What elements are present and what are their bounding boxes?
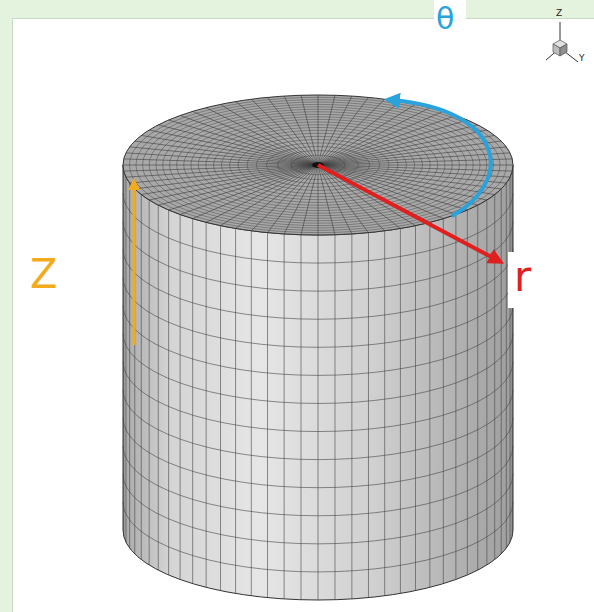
grid-line [467, 210, 468, 575]
grid-line [318, 120, 467, 165]
grid-line [506, 183, 507, 548]
grid-line [123, 474, 513, 544]
grid-line [318, 102, 400, 165]
grid-line [130, 147, 318, 165]
grid-line [384, 231, 385, 596]
grid-line [123, 446, 513, 516]
grid-line [123, 418, 513, 488]
grid-line [123, 249, 513, 319]
grid-line [318, 159, 512, 165]
grid-line [318, 165, 400, 228]
grid-line [149, 200, 150, 565]
grid-line [168, 210, 169, 575]
grid-line [141, 135, 318, 165]
grid-line [123, 502, 513, 572]
grid-line [149, 130, 318, 165]
grid-line [443, 219, 444, 584]
grid-line [123, 165, 318, 166]
grid-line [301, 235, 302, 600]
grid-line [135, 165, 318, 189]
grid-line [318, 97, 368, 165]
grid-line [268, 165, 318, 233]
grid-line [126, 165, 318, 177]
r-axis-label: r [514, 256, 531, 298]
cylinder-side [123, 165, 513, 600]
grid-line [236, 102, 318, 165]
grid-line [318, 95, 319, 165]
grid-line [141, 195, 142, 560]
axis-triad [546, 22, 578, 62]
grid-line [129, 183, 130, 548]
grid-line [284, 234, 285, 599]
coordinate-arrows [134, 100, 497, 345]
grid-line [477, 205, 478, 570]
grid-line [318, 165, 487, 200]
grid-line [206, 108, 318, 165]
label-patch [508, 252, 548, 308]
mesh [123, 95, 513, 600]
grid-line [494, 195, 495, 560]
grid-line [123, 362, 513, 432]
grid-line [334, 235, 335, 600]
grid-line [415, 226, 416, 591]
grid-line [236, 165, 318, 228]
triad-axis-label: Z [556, 9, 562, 18]
grid-line [158, 165, 318, 205]
grid-line [318, 165, 335, 235]
grid-line [251, 231, 252, 596]
grid-line [455, 214, 456, 579]
grid-line [318, 95, 335, 165]
triad-axis-label: Y [579, 54, 585, 63]
grid-line [318, 141, 501, 165]
grid-line [318, 165, 385, 231]
theta-axis-label: θ [436, 4, 454, 34]
grid-line [206, 222, 207, 587]
grid-line [158, 205, 159, 570]
z-axis-label: Z [30, 254, 57, 294]
grid-line [267, 233, 268, 598]
grid-line [301, 95, 318, 165]
grid-line [123, 277, 513, 347]
grid-line [400, 228, 401, 593]
grid-line [221, 165, 319, 226]
grid-line [220, 226, 221, 591]
grid-line [318, 165, 513, 166]
grid-line [318, 165, 319, 235]
grid-line [501, 189, 502, 554]
grid-line [429, 222, 430, 587]
side-rings [123, 193, 513, 572]
grid-line [251, 99, 318, 165]
grid-line [123, 390, 513, 460]
grid-line [192, 219, 193, 584]
label-patch [434, 0, 466, 40]
grid-line [123, 305, 513, 375]
grid-line [318, 104, 416, 165]
grid-line [301, 165, 318, 235]
grid-line [318, 235, 319, 600]
grid-line [510, 177, 511, 542]
grid-line [125, 177, 126, 542]
grid-line [318, 153, 510, 165]
grid-line [169, 165, 318, 210]
grid-line [123, 333, 513, 403]
grid-line [284, 96, 318, 165]
grid-line [368, 233, 369, 598]
grid-line [235, 228, 236, 593]
grid-line [268, 97, 318, 165]
grid-line [318, 165, 368, 233]
label-patch [22, 246, 70, 302]
grid-line [180, 214, 181, 579]
grid-line [193, 111, 318, 165]
grid-line [351, 234, 352, 599]
grid-line [318, 125, 478, 165]
grid-line [124, 165, 318, 171]
